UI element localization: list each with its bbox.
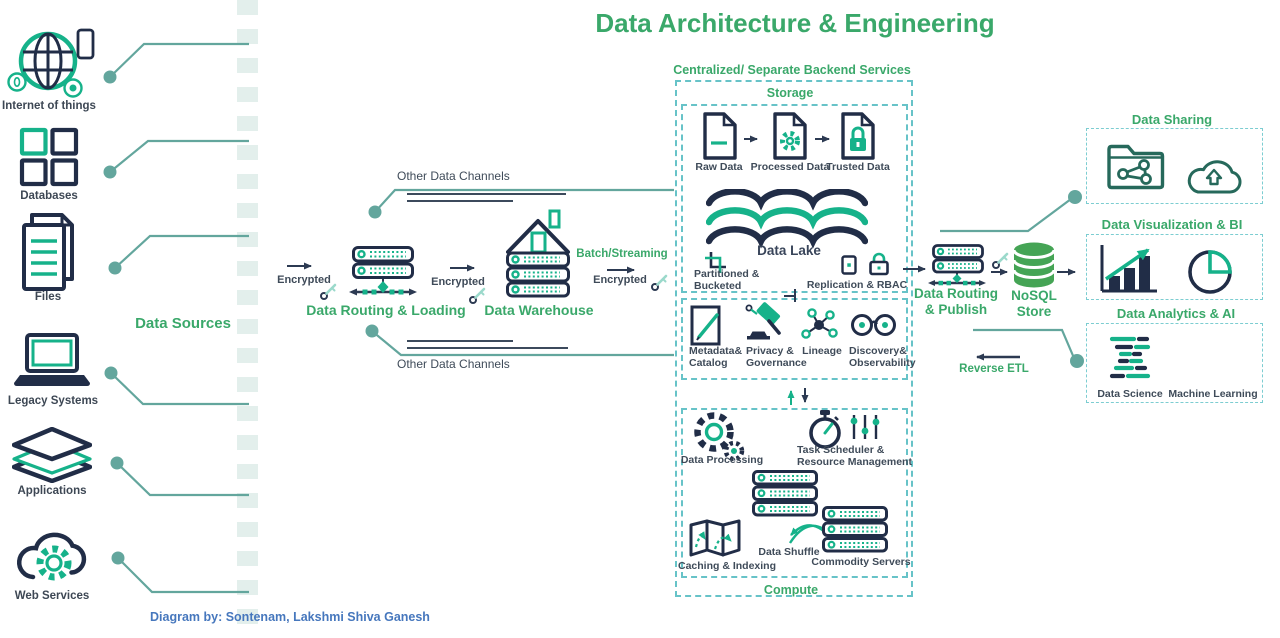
page-title: Data Architecture & Engineering [595,8,995,38]
caching-map-icon [689,519,741,557]
backend-heading: Centralized/ Separate Backend Services [673,63,911,77]
nosql-database-icon [1012,242,1056,288]
data-processing-label: Data Processing [680,454,764,466]
task-scheduler-label: Task Scheduler & Resource Management [797,444,912,469]
commodity-server-b-icon [822,506,888,553]
discovery-label: Discovery& Observability [849,345,916,370]
raw-data-doc-icon [703,112,737,160]
data-analytics-box [1086,323,1263,403]
compute-box [681,408,908,578]
resource-sliders-icon [850,415,880,439]
source-label-legacy: Legacy Systems [7,395,99,407]
data-visualization-box [1086,234,1263,300]
folder-share-icon [1107,144,1165,190]
task-scheduler-stopwatch-icon [809,410,841,449]
privacy-label: Privacy & Governance [746,345,807,370]
publish-branch [928,273,986,286]
backend-services-box [675,80,913,597]
metadata-clipboard-icon [690,305,721,346]
other-channels-top-label: Other Data Channels [397,169,510,183]
commodity-server-a-icon [752,470,818,517]
warehouse-label: Data Warehouse [484,302,594,318]
trusted-data-doc-icon [841,112,875,160]
nosql-store-label: NoSQL Store [1011,288,1057,319]
publish-server-icon [932,244,984,274]
replication-card-icon [841,255,857,275]
encrypted-label-1: Encrypted [277,274,331,286]
metadata-label: Metadata& Catalog [689,345,743,370]
channel-lines [407,193,568,349]
cloud-gear-icon [16,532,87,581]
source-connectors [109,42,1076,594]
data-sharing-heading: Data Sharing [1131,112,1213,127]
data-science-label: Data Science [1097,388,1163,400]
globe-icon [7,28,95,98]
files-icon [22,213,74,291]
lineage-graph-icon [801,308,838,339]
lineage-label: Lineage [802,345,842,357]
data-analytics-heading: Data Analytics & AI [1116,306,1236,321]
source-label-iot: Internet of things [2,100,96,112]
reverse-etl-label: Reverse ETL [959,363,1029,375]
discovery-glasses-icon [851,314,896,336]
source-label-files: Files [34,291,62,303]
commodity-servers-label: Commodity Servers [811,556,911,568]
encrypted-label-3: Encrypted [593,274,647,286]
source-label-applications: Applications [17,485,87,497]
processed-data-doc-icon [773,112,807,160]
source-label-web-services: Web Services [14,590,90,602]
compute-heading: Compute [763,583,819,597]
databases-icon [19,127,79,187]
layers-icon [12,427,92,483]
partition-crop-icon [705,252,726,273]
rbac-lock-icon [869,252,889,276]
routing-server-icon [352,246,414,279]
routing-loading-label: Data Routing & Loading [306,302,466,318]
key-icon [320,252,1009,304]
bar-chart-icon [1100,245,1157,293]
data-processing-gears-icon [694,412,745,462]
trusted-data-label: Trusted Data [826,161,890,173]
dna-icon [1109,336,1151,379]
pie-chart-icon [1188,250,1232,294]
ingest-channel-strip [237,0,258,638]
machine-learning-label: Machine Learning [1168,388,1258,400]
data-shuffle-label: Data Shuffle [758,546,820,558]
routing-branch [349,279,417,296]
connector-dots [103,70,1084,565]
caching-label: Caching & Indexing [677,560,777,572]
credit-line: Diagram by: Sontenam, Lakshmi Shiva Gane… [150,610,430,624]
gavel-icon [745,302,781,340]
data-sources-heading: Data Sources [135,315,231,332]
data-visualization-heading: Data Visualization & BI [1101,217,1243,232]
replication-label: Replication & RBAC [806,279,908,291]
data-sharing-box [1086,128,1263,204]
cloud-upload-icon [1187,160,1242,194]
storage-heading: Storage [766,86,814,100]
processed-data-label: Processed Data [750,161,830,173]
source-label-databases: Databases [20,190,78,202]
data-lake-label: Data Lake [757,243,821,258]
data-lake-waves-icon [706,189,868,249]
batch-streaming-label: Batch/Streaming [576,248,668,260]
warehouse-icon [506,209,570,298]
routing-publish-label: Data Routing & Publish [914,286,998,317]
raw-data-label: Raw Data [695,161,743,173]
other-channels-bottom-label: Other Data Channels [397,357,510,371]
encrypted-label-2: Encrypted [431,276,485,288]
partitioned-label: Partitioned & Bucketed [694,268,760,293]
laptop-icon [14,333,90,386]
flow-arrows [287,135,1076,403]
